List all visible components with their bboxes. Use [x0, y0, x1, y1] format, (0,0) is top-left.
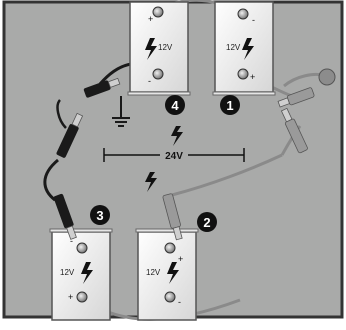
- voltage-label: 12V: [226, 43, 241, 52]
- step-badge-2: 2: [197, 212, 217, 232]
- terminal-icon: [237, 68, 249, 80]
- clamp-grey-right-upper: [280, 107, 308, 154]
- battery-top-right: - + 12V: [212, 1, 276, 96]
- clamp-black-bottom: [53, 193, 77, 240]
- terminal-negative-label: -: [252, 15, 255, 25]
- lightning-icon: [81, 262, 93, 284]
- voltage-span: 24V: [103, 148, 245, 162]
- voltage-span-label: 24V: [165, 151, 183, 162]
- lightning-icon: [145, 172, 157, 192]
- clamp-black-top: [83, 77, 121, 98]
- step-badge-1: 1: [220, 95, 240, 115]
- clamp-grey-top: [277, 87, 315, 108]
- terminal-icon: [237, 8, 249, 20]
- voltage-label: 12V: [60, 268, 75, 277]
- step-badge-3: 3: [90, 205, 110, 225]
- terminal-negative-label: -: [148, 76, 151, 86]
- svg-text:4: 4: [171, 98, 179, 113]
- terminal-icon: [152, 68, 164, 80]
- step-badge-4: 4: [165, 95, 185, 115]
- voltage-label: 12V: [158, 43, 173, 52]
- terminal-icon: [152, 6, 164, 18]
- grey-cable-right: [171, 153, 283, 197]
- svg-text:3: 3: [96, 208, 103, 223]
- svg-text:1: 1: [226, 98, 233, 113]
- terminal-icon: [76, 291, 88, 303]
- ground-icon: [112, 96, 130, 127]
- battery-top-left: + - 12V: [127, 1, 191, 96]
- lightning-icon: [167, 262, 179, 284]
- black-cable-left-top: [56, 99, 67, 129]
- battery-bottom-left: - + 12V: [49, 228, 113, 321]
- lightning-icon: [171, 126, 183, 146]
- terminal-negative-label: -: [70, 236, 73, 246]
- black-cable-left: [43, 158, 59, 202]
- clamp-grey-bottom: [162, 193, 183, 241]
- lightning-icon: [242, 38, 254, 60]
- svg-text:2: 2: [203, 215, 210, 230]
- terminal-positive-label: +: [68, 292, 73, 302]
- battery-bottom-right: + - 12V: [135, 228, 199, 321]
- lightning-icon: [145, 38, 157, 60]
- clamp-black-left-upper: [56, 112, 84, 158]
- terminal-icon: [164, 291, 176, 303]
- terminal-positive-label: +: [148, 14, 153, 24]
- cable-end-icon: [318, 68, 336, 86]
- terminal-negative-label: -: [178, 297, 181, 307]
- terminal-positive-label: +: [178, 254, 183, 264]
- voltage-label: 12V: [146, 268, 161, 277]
- terminal-icon: [76, 242, 88, 254]
- terminal-positive-label: +: [250, 72, 255, 82]
- terminal-icon: [164, 242, 176, 254]
